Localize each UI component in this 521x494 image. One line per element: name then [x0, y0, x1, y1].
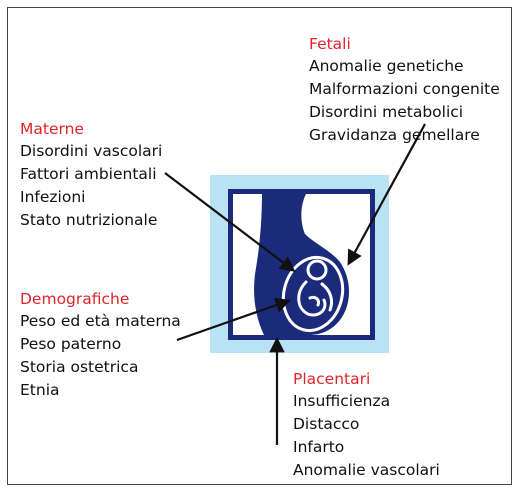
list-item: Etnia	[20, 379, 181, 402]
group-title-fetali: Fetali	[309, 33, 500, 55]
list-item: Infezioni	[20, 186, 162, 209]
list-item: Gravidanza gemellare	[309, 124, 500, 147]
group-title-placentari: Placentari	[293, 368, 440, 390]
list-item: Disordini vascolari	[20, 140, 162, 163]
list-item: Malformazioni congenite	[309, 78, 500, 101]
list-item: Storia ostetrica	[20, 356, 181, 379]
list-item: Anomalie vascolari	[293, 459, 440, 482]
list-item: Insufficienza	[293, 390, 440, 413]
group-placentari: Placentari Insufficienza Distacco Infart…	[293, 368, 440, 482]
group-title-demografiche: Demografiche	[20, 288, 181, 310]
group-title-materne: Materne	[20, 118, 162, 140]
group-materne: Materne Disordini vascolari Fattori ambi…	[20, 118, 162, 232]
list-item: Distacco	[293, 413, 440, 436]
list-item: Fattori ambientali	[20, 163, 162, 186]
list-item: Stato nutrizionale	[20, 209, 162, 232]
list-item: Peso paterno	[20, 333, 181, 356]
group-demografiche: Demografiche Peso ed età materna Peso pa…	[20, 288, 181, 402]
list-item: Peso ed età materna	[20, 310, 181, 333]
list-item: Infarto	[293, 436, 440, 459]
group-fetali: Fetali Anomalie genetiche Malformazioni …	[309, 33, 500, 147]
list-item: Disordini metabolici	[309, 101, 500, 124]
list-item: Anomalie genetiche	[309, 55, 500, 78]
